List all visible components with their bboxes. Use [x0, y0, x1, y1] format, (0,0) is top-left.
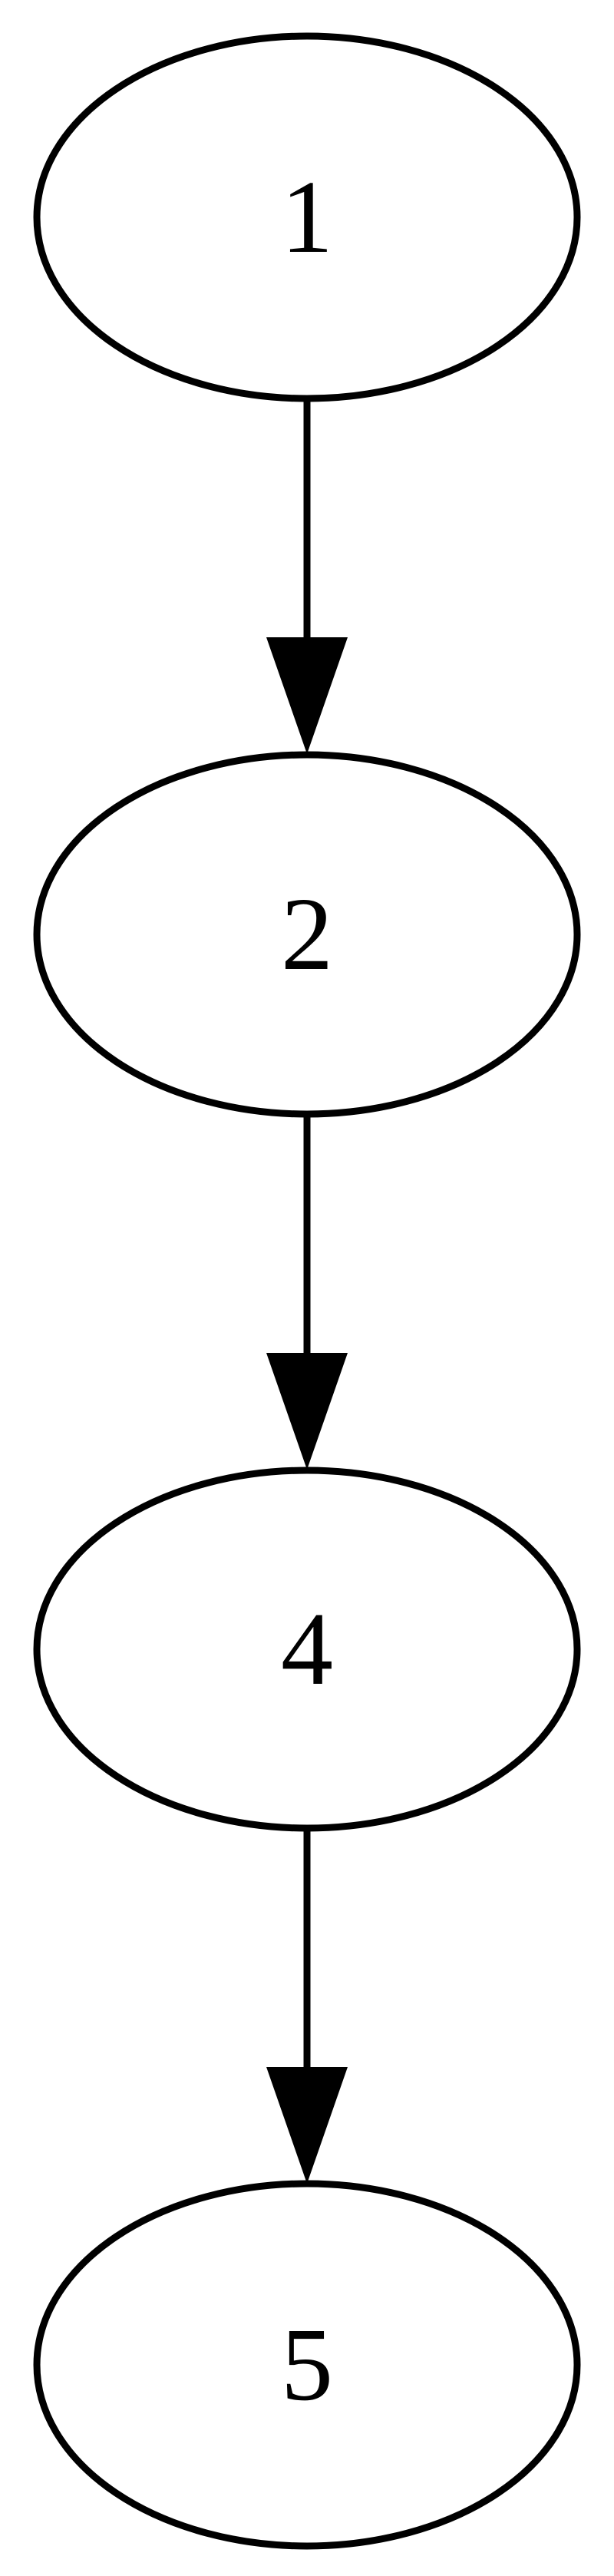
node-5-label: 5	[281, 2307, 333, 2422]
edge-1-to-2	[266, 398, 348, 754]
node-4-label: 4	[281, 1592, 333, 1707]
node-2: 2	[33, 751, 581, 1118]
node-1-label: 1	[281, 160, 333, 275]
node-2-label: 2	[281, 877, 333, 992]
node-1: 1	[33, 32, 581, 402]
node-4: 4	[33, 1467, 581, 1832]
node-5: 5	[33, 2180, 581, 2550]
edge-4-to-5	[266, 1828, 348, 2184]
edge-2-to-4	[266, 1114, 348, 1470]
